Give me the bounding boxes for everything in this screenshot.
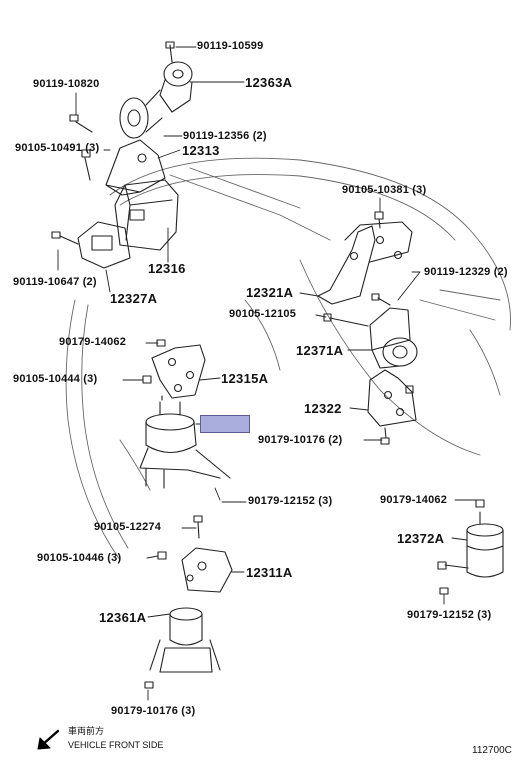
part-label-12322: 12322 bbox=[304, 401, 342, 416]
part-label-90119-12329: 90119-12329 (2) bbox=[424, 266, 508, 278]
bracket-12316 bbox=[114, 179, 179, 251]
highlighted-part-box bbox=[200, 415, 250, 433]
part-label-90105-10446: 90105-10446 (3) bbox=[37, 552, 122, 564]
part-label-90179-10176-lower: 90179-10176 (3) bbox=[111, 705, 196, 717]
part-label-90105-10381: 90105-10381 (3) bbox=[342, 184, 427, 196]
part-label-90119-10820: 90119-10820 bbox=[33, 78, 100, 90]
insulator-engine-mount bbox=[139, 395, 231, 489]
part-label-12315A: 12315A bbox=[221, 371, 269, 386]
mount-12361A bbox=[144, 607, 221, 689]
part-label-12363A: 12363A bbox=[245, 75, 293, 90]
part-label-90119-10647: 90119-10647 (2) bbox=[13, 276, 97, 288]
part-label-90105-12105: 90105-12105 bbox=[229, 308, 297, 320]
part-label-90105-12274: 90105-12274 bbox=[94, 521, 162, 533]
part-label-90105-10491: 90105-10491 (3) bbox=[15, 142, 100, 154]
figure-code: 112700C bbox=[472, 745, 512, 756]
part-label-90105-10444: 90105-10444 (3) bbox=[13, 373, 98, 385]
mount-12363A bbox=[119, 41, 193, 139]
part-label-90179-14062-upper: 90179-14062 bbox=[59, 336, 127, 348]
part-label-90179-10176-pair: 90179-10176 (2) bbox=[258, 434, 343, 446]
bolt-90119-10820 bbox=[69, 114, 93, 133]
part-label-12321A: 12321A bbox=[246, 285, 294, 300]
part-label-12372A: 12372A bbox=[397, 531, 445, 546]
front-arrow bbox=[37, 729, 60, 750]
bracket-12311A bbox=[157, 547, 233, 593]
part-label-12316: 12316 bbox=[148, 261, 186, 276]
front-legend-english: VEHICLE FRONT SIDE bbox=[68, 740, 164, 750]
leader-lines bbox=[57, 46, 477, 701]
part-label-12327A: 12327A bbox=[110, 291, 158, 306]
part-label-90179-12152-mid: 90179-12152 (3) bbox=[248, 495, 333, 507]
stay-12321A bbox=[317, 211, 413, 305]
bracket-12327A bbox=[51, 221, 131, 269]
part-label-12361A: 12361A bbox=[99, 610, 147, 625]
part-label-90179-12152-right: 90179-12152 (3) bbox=[407, 609, 492, 621]
part-label-90179-14062-right: 90179-14062 bbox=[380, 494, 448, 506]
part-label-12311A: 12311A bbox=[246, 565, 293, 580]
bracket-12313 bbox=[81, 139, 166, 196]
front-legend-japanese: 車両前方 bbox=[68, 726, 105, 736]
mount-12372A bbox=[437, 499, 504, 595]
part-label-90119-10599: 90119-10599 bbox=[197, 40, 264, 52]
bracket-12322 bbox=[367, 369, 417, 445]
mount-12371A bbox=[323, 293, 418, 369]
bolt-90105-12274 bbox=[193, 515, 203, 539]
part-label-90119-12356: 90119-12356 (2) bbox=[183, 130, 267, 142]
bracket-12315A bbox=[142, 339, 206, 399]
part-label-12313: 12313 bbox=[182, 143, 220, 158]
part-label-12371A: 12371A bbox=[296, 343, 344, 358]
engine-outline bbox=[65, 157, 511, 561]
